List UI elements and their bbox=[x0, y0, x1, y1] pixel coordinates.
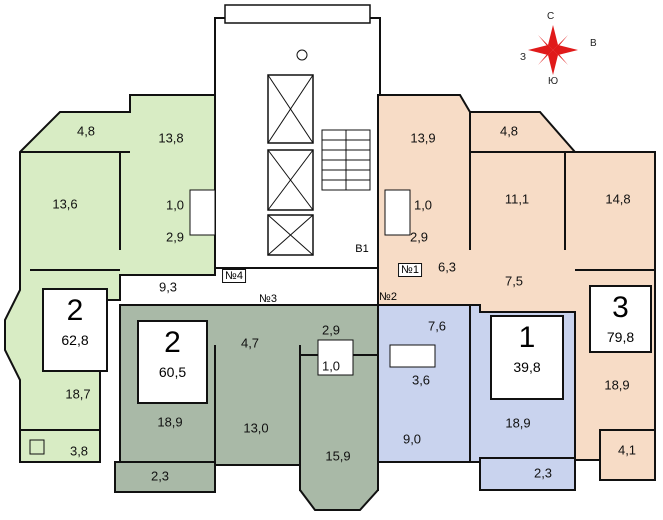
room-area-label: 4,8 bbox=[499, 123, 519, 139]
apartment-4-box[interactable]: 3 79,8 bbox=[589, 285, 652, 353]
apartment-2-rooms: 2 bbox=[164, 326, 181, 359]
room-area-label: 6,3 bbox=[437, 259, 457, 275]
apartment-2-box[interactable]: 2 60,5 bbox=[137, 320, 208, 404]
room-area-label: 13,6 bbox=[52, 196, 78, 212]
apartment-1-area: 62,8 bbox=[61, 332, 89, 348]
room-area-label: 18,9 bbox=[505, 415, 531, 431]
apartment-4-area: 79,8 bbox=[606, 329, 635, 345]
room-area-label: 4,7 bbox=[240, 335, 260, 351]
compass-east-label: В bbox=[590, 38, 597, 49]
room-area-label: 2,3 bbox=[533, 465, 553, 481]
door-label-n1: №1 bbox=[398, 263, 422, 277]
room-area-label: 2,9 bbox=[409, 229, 429, 245]
room-area-label: 18,7 bbox=[65, 386, 91, 402]
core-fixture bbox=[296, 49, 308, 61]
room-area-label: 9,3 bbox=[158, 279, 178, 295]
room-area-label: 7,5 bbox=[504, 273, 524, 289]
door-label-n2: №2 bbox=[379, 291, 397, 303]
room-area-label: 13,8 bbox=[158, 130, 184, 146]
room-area-label: 9,0 bbox=[402, 431, 422, 447]
room-area-label: 4,8 bbox=[76, 123, 96, 139]
room-area-label: 15,9 bbox=[325, 448, 351, 464]
staircase bbox=[321, 129, 371, 191]
apartment-1-box[interactable]: 2 62,8 bbox=[42, 288, 108, 372]
apartment-1-rooms: 2 bbox=[66, 294, 84, 327]
room-area-label: 1,0 bbox=[321, 358, 341, 374]
room-area-label: 4,1 bbox=[617, 442, 637, 458]
room-area-label: 18,9 bbox=[157, 414, 183, 430]
apartment-3-area: 39,8 bbox=[513, 359, 541, 375]
room-area-label: 1,0 bbox=[165, 197, 185, 213]
apartment-4-rooms: 3 bbox=[612, 291, 629, 324]
room-area-label: 2,3 bbox=[150, 468, 170, 484]
room-area-label: 2,9 bbox=[165, 229, 185, 245]
room-area-label: 13,9 bbox=[410, 130, 436, 146]
apartment-4-shape bbox=[377, 94, 656, 481]
apartment-2-area: 60,5 bbox=[158, 364, 187, 380]
room-area-label: 7,6 bbox=[427, 318, 447, 334]
shaft-marker: B1 bbox=[355, 243, 369, 255]
door-label-n4: №4 bbox=[222, 269, 246, 283]
room-area-label: 18,9 bbox=[604, 377, 630, 393]
compass-rose bbox=[528, 25, 578, 75]
apartment-3-box[interactable]: 1 39,8 bbox=[490, 315, 564, 400]
room-area-label: 14,8 bbox=[605, 191, 631, 207]
room-area-label: 3,8 bbox=[69, 443, 89, 459]
compass-west-label: З bbox=[520, 52, 527, 63]
compass-north-label: С bbox=[547, 11, 555, 22]
apartment-3-rooms: 1 bbox=[518, 321, 536, 354]
room-area-label: 1,0 bbox=[413, 197, 433, 213]
core-balcony bbox=[224, 4, 371, 24]
room-area-label: 11,1 bbox=[504, 191, 530, 207]
door-label-n3: №3 bbox=[259, 293, 277, 305]
room-area-label: 2,9 bbox=[321, 322, 341, 338]
compass-south-label: Ю bbox=[548, 76, 559, 87]
room-area-label: 3,6 bbox=[411, 372, 431, 388]
room-area-label: 13,0 bbox=[243, 420, 269, 436]
